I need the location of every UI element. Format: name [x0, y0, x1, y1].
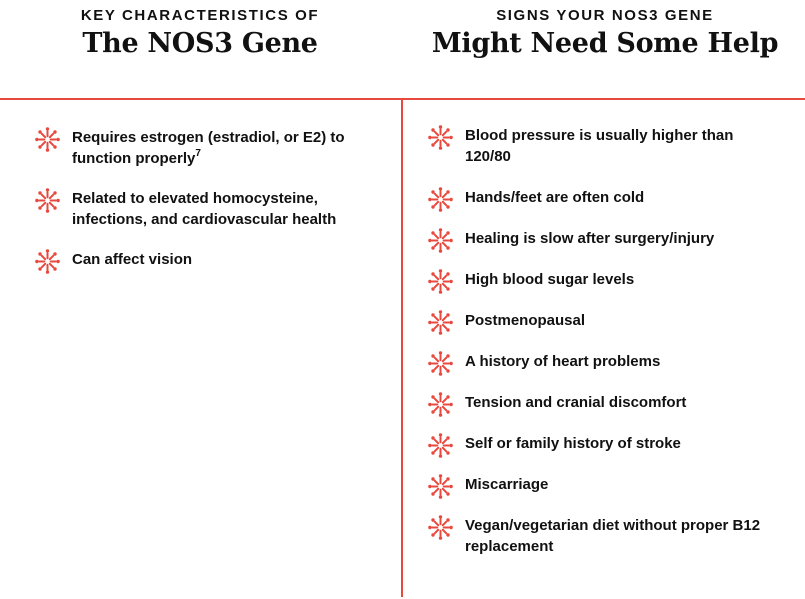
list-item: Vegan/vegetarian diet without proper B12…	[428, 515, 778, 557]
starburst-icon	[428, 392, 453, 417]
starburst-icon	[35, 249, 60, 274]
starburst-icon	[428, 269, 453, 294]
list-item: Miscarriage	[428, 474, 778, 499]
list-item: Self or family history of stroke	[428, 433, 778, 458]
vertical-divider	[401, 98, 403, 597]
starburst-icon	[35, 127, 60, 152]
list-item-text: Related to elevated homocysteine, infect…	[72, 190, 337, 228]
list-item-text: Requires estrogen (estradiol, or E2) to …	[72, 129, 345, 167]
list-item-text: High blood sugar levels	[465, 271, 635, 288]
right-column-header: SIGNS YOUR NOS3 GENE Might Need Some Hel…	[405, 0, 805, 61]
starburst-icon	[428, 474, 453, 499]
list-item: Blood pressure is usually higher than 12…	[428, 125, 778, 167]
list-item-text: Can affect vision	[72, 251, 193, 268]
left-title: The NOS3 Gene	[82, 28, 318, 59]
list-item-text: Healing is slow after surgery/injury	[465, 230, 715, 247]
list-item: Healing is slow after surgery/injury	[428, 228, 778, 253]
list-item-text: Postmenopausal	[465, 312, 586, 329]
starburst-icon	[35, 188, 60, 213]
list-item-text: Miscarriage	[465, 476, 549, 493]
list-item-text: Self or family history of stroke	[465, 435, 681, 452]
list-item-text: Blood pressure is usually higher than 12…	[465, 127, 734, 165]
list-item: Postmenopausal	[428, 310, 778, 335]
list-item: Can affect vision	[35, 249, 385, 274]
starburst-icon	[428, 228, 453, 253]
list-item: High blood sugar levels	[428, 269, 778, 294]
list-item: Hands/feet are often cold	[428, 187, 778, 212]
starburst-icon	[428, 515, 453, 540]
list-item-text: Vegan/vegetarian diet without proper B12…	[465, 517, 761, 555]
starburst-icon	[428, 125, 453, 150]
characteristics-list: Requires estrogen (estradiol, or E2) to …	[35, 127, 385, 289]
starburst-icon	[428, 310, 453, 335]
list-item-text: Hands/feet are often cold	[465, 189, 645, 206]
list-item: A history of heart problems	[428, 351, 778, 376]
right-title: Might Need Some Help	[431, 28, 779, 59]
list-item: Tension and cranial discomfort	[428, 392, 778, 417]
list-item: Related to elevated homocysteine, infect…	[35, 188, 385, 230]
starburst-icon	[428, 433, 453, 458]
list-item-text: A history of heart problems	[465, 353, 661, 370]
starburst-icon	[428, 187, 453, 212]
footnote-marker: 7	[195, 148, 201, 159]
right-kicker: SIGNS YOUR NOS3 GENE	[496, 7, 714, 24]
left-kicker: KEY CHARACTERISTICS OF	[80, 7, 320, 24]
starburst-icon	[428, 351, 453, 376]
list-item-text: Tension and cranial discomfort	[465, 394, 687, 411]
signs-list: Blood pressure is usually higher than 12…	[428, 125, 778, 577]
left-column-header: KEY CHARACTERISTICS OF The NOS3 Gene	[0, 0, 400, 61]
list-item: Requires estrogen (estradiol, or E2) to …	[35, 127, 385, 169]
